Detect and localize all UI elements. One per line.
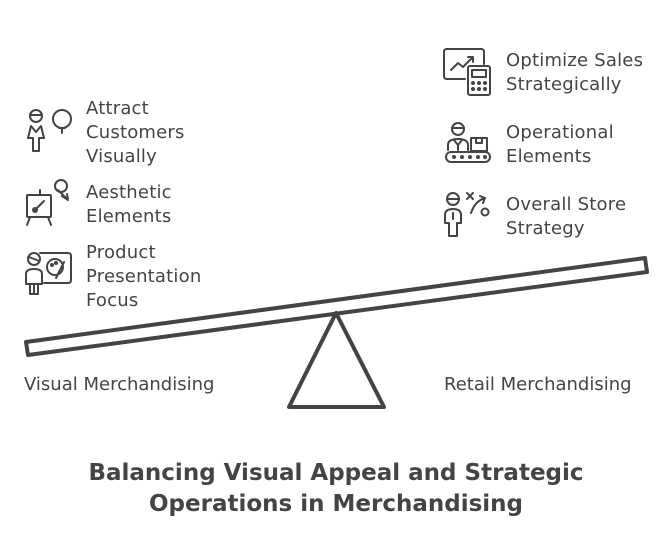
left-side-label: Visual Merchandising [24, 374, 215, 395]
seesaw-plank [24, 256, 649, 357]
item-line: Strategy [506, 218, 585, 239]
easel-paintbrush-icon [22, 176, 74, 228]
chart-calculator-icon [441, 46, 495, 100]
left-item-aesthetic-elements: Aesthetic Elements [86, 181, 172, 229]
item-line: Customers [86, 122, 185, 143]
person-strategy-icon [441, 188, 495, 242]
right-item-operational-elements: Operational Elements [506, 121, 614, 169]
item-line: Optimize Sales [506, 50, 644, 71]
diagram-title-line-1: Balancing Visual Appeal and Strategic [88, 460, 584, 486]
right-item-optimize-sales: Optimize Sales Strategically [506, 49, 643, 97]
left-item-attract-customers: Attract Customers Visually [86, 97, 185, 169]
presenter-palette-icon [22, 248, 74, 300]
item-line: Elements [506, 146, 592, 167]
item-line: Attract [86, 98, 149, 119]
item-line: Operational [506, 122, 614, 143]
left-item-product-presentation: Product Presentation Focus [86, 241, 201, 313]
item-line: Overall Store [506, 194, 627, 215]
seesaw-fulcrum [287, 311, 386, 409]
item-line: Focus [86, 290, 139, 311]
item-line: Elements [86, 206, 172, 227]
item-line: Aesthetic [86, 182, 172, 203]
right-item-overall-store-strategy: Overall Store Strategy [506, 193, 626, 241]
right-side-label: Retail Merchandising [444, 374, 632, 395]
item-line: Strategically [506, 74, 622, 95]
item-line: Visually [86, 146, 157, 167]
diagram-title-line-2: Operations in Merchandising [149, 491, 523, 517]
item-line: Product [86, 242, 156, 263]
item-line: Presentation [86, 266, 202, 287]
person-balloon-icon [22, 104, 74, 156]
worker-conveyor-icon [441, 118, 495, 172]
